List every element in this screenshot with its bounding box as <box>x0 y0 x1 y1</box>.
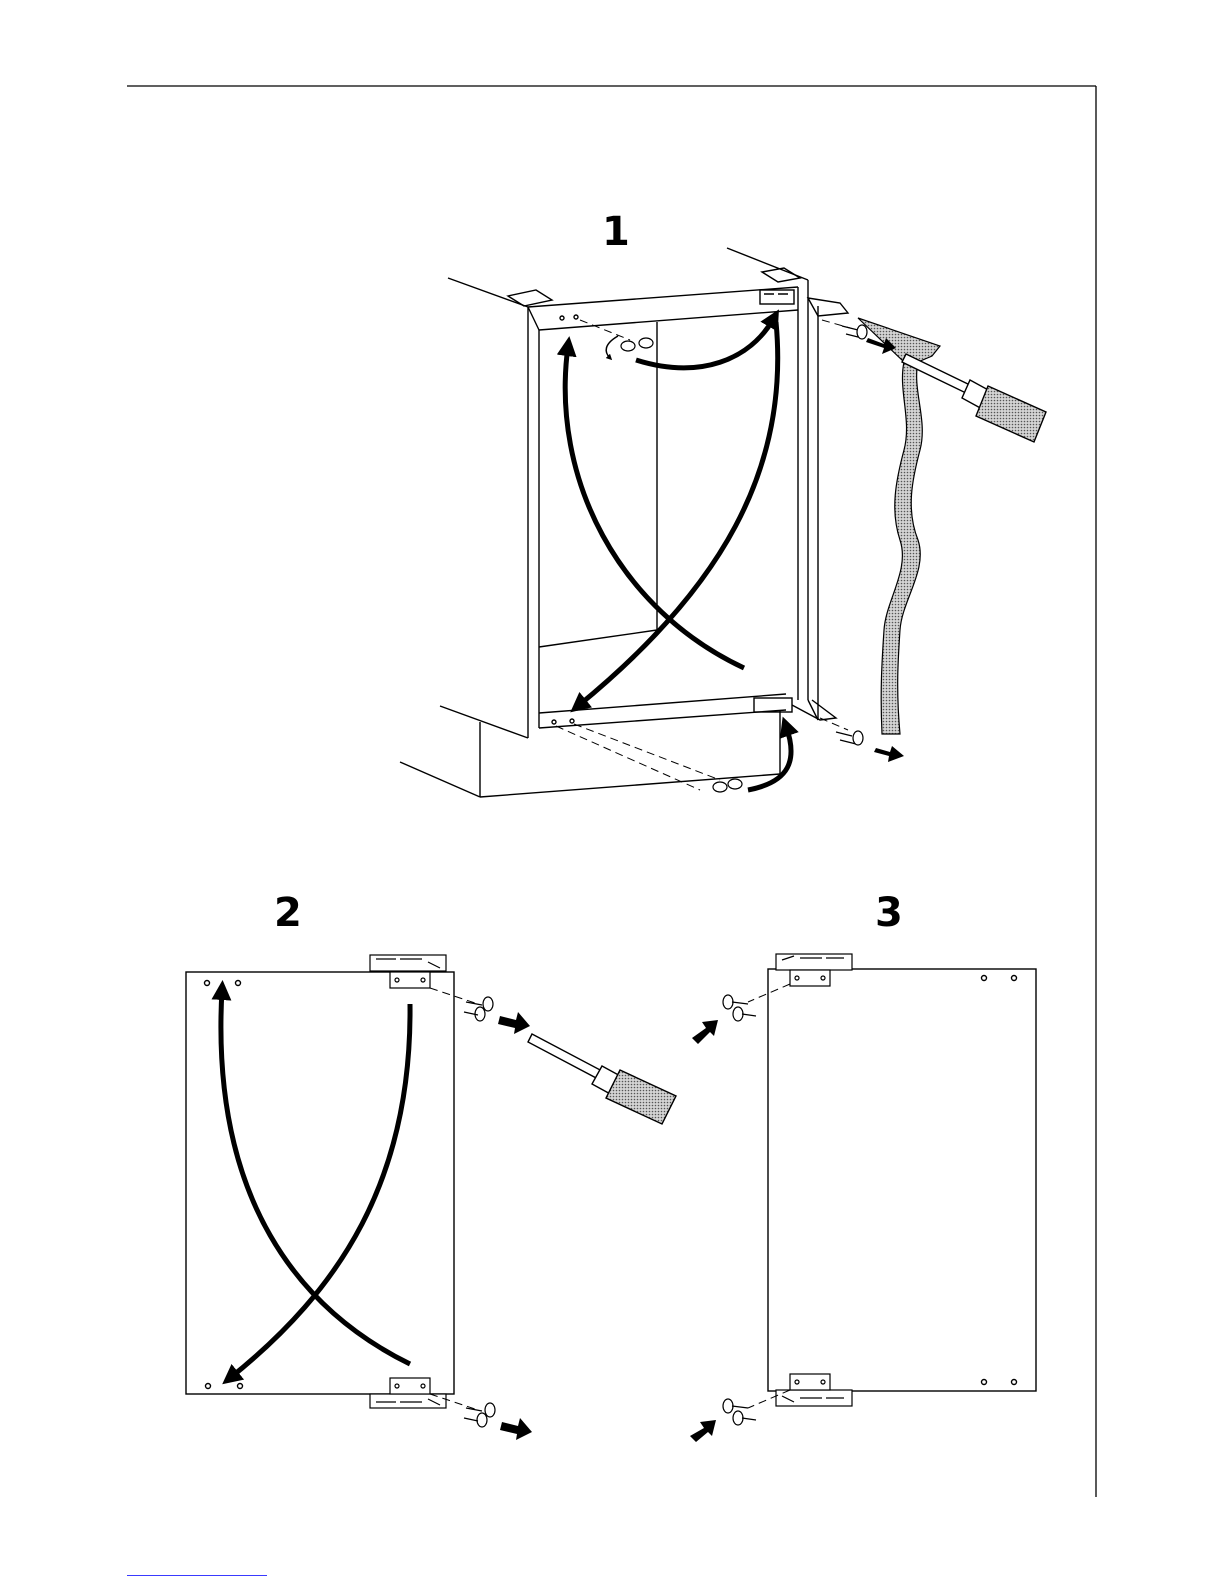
figure-2-number: 2 <box>274 893 302 933</box>
screwdriver-icon <box>902 354 1046 442</box>
screw-icon <box>723 995 756 1425</box>
footer-link-underline[interactable] <box>127 1575 267 1576</box>
figure-3-number: 3 <box>875 893 903 933</box>
figure-2-arrows <box>221 990 410 1378</box>
page-border <box>127 86 1096 1497</box>
figure-1-number: 1 <box>602 212 630 252</box>
figure-1-arrows <box>565 318 791 790</box>
figure-3-door-panel <box>768 969 1036 1391</box>
door-seal-strip <box>858 318 940 734</box>
figure-1-cabinet <box>400 248 848 797</box>
screw-icon <box>464 997 495 1427</box>
arrow-icon <box>498 1012 532 1440</box>
arrow-icon <box>690 1020 718 1442</box>
figure-2-door-panel <box>186 972 454 1394</box>
screw-icon <box>621 325 867 792</box>
rotation-arrow-icon <box>606 336 618 358</box>
hinge-icon <box>776 954 852 1406</box>
figure-1-dashed-guides <box>556 320 850 790</box>
figure-3-dashed-guides <box>748 984 790 1408</box>
screwdriver-icon <box>528 1034 676 1124</box>
